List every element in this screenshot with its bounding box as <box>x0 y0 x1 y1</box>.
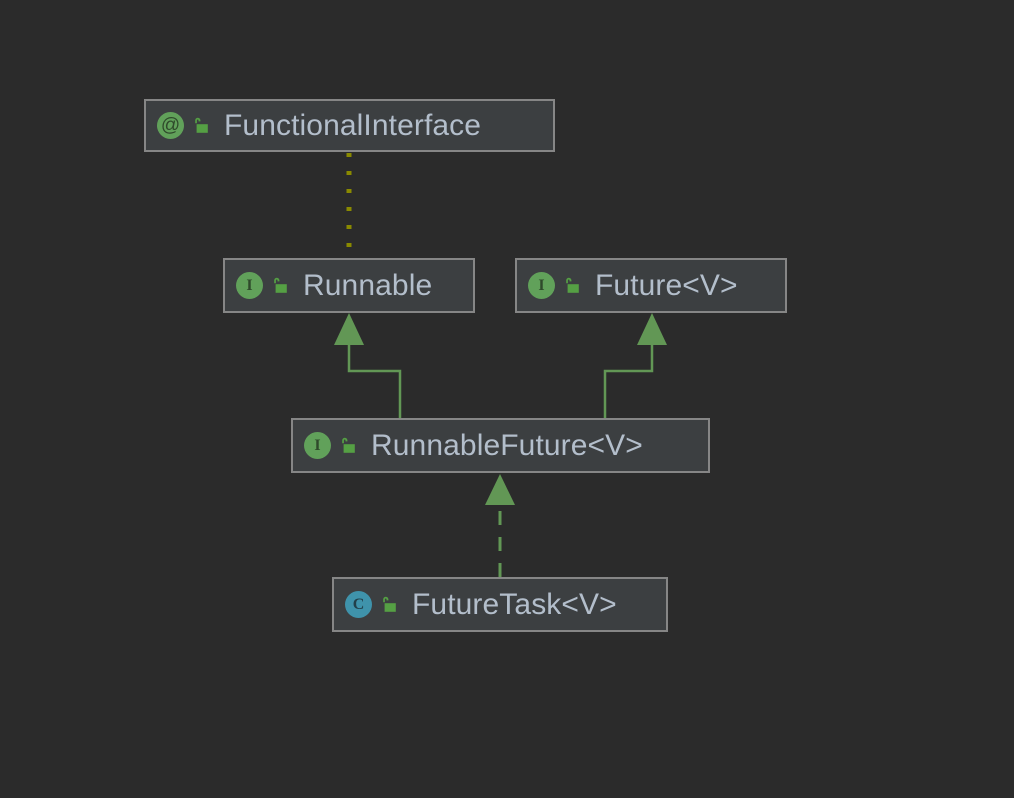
arrowhead-future <box>637 313 667 345</box>
node-future-task[interactable]: C FutureTask<V> <box>332 577 668 632</box>
class-icon: C <box>345 591 372 618</box>
interface-icon: I <box>236 272 263 299</box>
unlock-icon <box>563 276 581 296</box>
node-future[interactable]: I Future<V> <box>515 258 787 313</box>
interface-icon: I <box>528 272 555 299</box>
node-functional-interface[interactable]: @ FunctionalInterface <box>144 99 555 152</box>
node-runnable[interactable]: I Runnable <box>223 258 475 313</box>
node-runnable-future[interactable]: I RunnableFuture<V> <box>291 418 710 473</box>
node-label: FutureTask<V> <box>412 587 617 621</box>
unlock-icon <box>339 436 357 456</box>
node-label: Runnable <box>303 268 433 302</box>
arrowhead-runnable <box>334 313 364 345</box>
annotation-icon: @ <box>157 112 184 139</box>
node-label: RunnableFuture<V> <box>371 428 643 462</box>
node-label: Future<V> <box>595 268 738 302</box>
unlock-icon <box>380 595 398 615</box>
edge-runnablefuture-future[interactable] <box>603 341 654 418</box>
interface-icon: I <box>304 432 331 459</box>
unlock-icon <box>192 116 210 136</box>
node-label: FunctionalInterface <box>224 108 482 142</box>
unlock-icon <box>271 276 289 296</box>
arrowhead-runnablefuture <box>485 474 515 505</box>
edge-runnablefuture-runnable[interactable] <box>347 341 402 418</box>
